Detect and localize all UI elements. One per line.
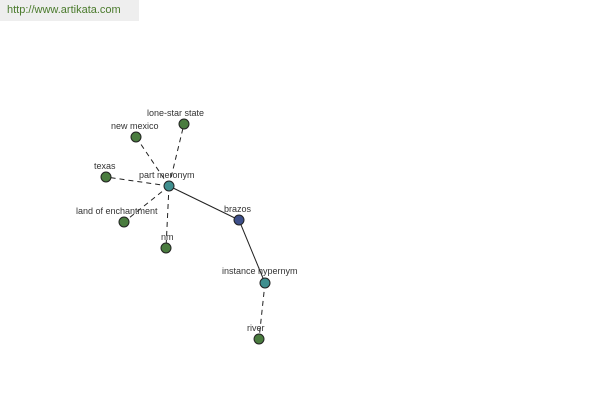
nodes-layer: [100, 118, 271, 345]
edges-layer: [105, 123, 266, 340]
edge-part-meronym-to-texas: [105, 176, 170, 187]
node-nm[interactable]: [160, 242, 172, 254]
edge-part-meronym-to-land-of-enchantment: [123, 185, 170, 223]
edge-part-meronym-to-lone-star-state: [168, 123, 185, 187]
node-texas[interactable]: [100, 171, 112, 183]
edge-brazos-to-instance-hypernym: [238, 219, 266, 284]
node-river[interactable]: [253, 333, 265, 345]
node-label-nm[interactable]: nm: [161, 232, 174, 242]
edge-part-meronym-to-nm: [165, 185, 170, 249]
node-land-of-enchantment[interactable]: [118, 216, 130, 228]
node-label-new-mexico[interactable]: new mexico: [111, 121, 159, 131]
node-part-meronym[interactable]: [163, 180, 175, 192]
edge-part-meronym-to-new-mexico: [135, 136, 170, 187]
node-instance-hypernym[interactable]: [259, 277, 271, 289]
node-brazos[interactable]: [233, 214, 245, 226]
node-label-land-of-enchantment[interactable]: land of enchantment: [76, 206, 158, 216]
node-label-texas[interactable]: texas: [94, 161, 116, 171]
edge-brazos-to-part-meronym: [168, 185, 240, 221]
node-label-river[interactable]: river: [247, 323, 265, 333]
node-label-instance-hypernym[interactable]: instance hypernym: [222, 266, 298, 276]
node-lone-star-state[interactable]: [178, 118, 190, 130]
labels-layer: brazos part meronym instance hypernym lone-…: [76, 108, 298, 333]
url-banner: http://www.artikata.com: [0, 0, 139, 21]
node-new-mexico[interactable]: [130, 131, 142, 143]
edge-instance-hypernym-to-river: [258, 282, 266, 340]
node-label-lone-star-state[interactable]: lone-star state: [147, 108, 204, 118]
url-link[interactable]: http://www.artikata.com: [7, 4, 121, 16]
node-label-brazos[interactable]: brazos: [224, 204, 252, 214]
node-label-part-meronym[interactable]: part meronym: [139, 170, 195, 180]
